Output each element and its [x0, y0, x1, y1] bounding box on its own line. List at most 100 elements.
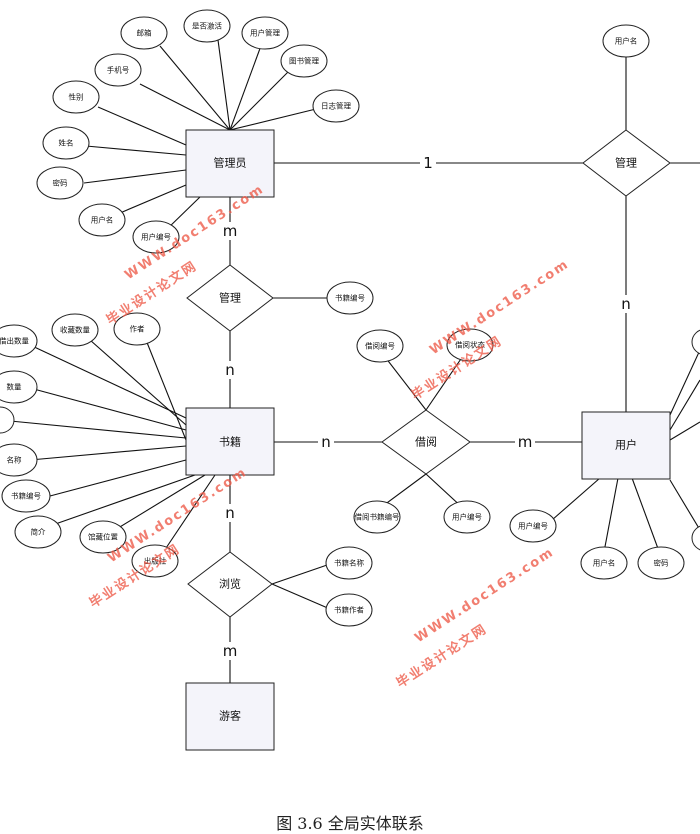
attribute-location-label: 馆藏位置	[88, 532, 118, 542]
attribute-email-label: 邮箱	[137, 28, 152, 38]
attribute-ellipse	[325, 593, 373, 627]
attribute-ellipse	[183, 9, 231, 43]
entity-visitor: 游客	[185, 682, 275, 751]
attribute-ellipse	[443, 500, 491, 534]
attribute-log-mgmt-label: 日志管理	[321, 101, 351, 111]
book-attributes: 借出数量 收藏数量 作者 数量 名称 书籍编号 简介 馆藏位置 出版社	[0, 312, 179, 578]
attribute-book-name-label: 书籍名称	[334, 558, 364, 568]
attribute-user-mgmt-label: 用户管理	[250, 28, 280, 38]
attribute-book-author-label: 书籍作者	[334, 605, 364, 615]
entity-visitor-label: 游客	[219, 709, 241, 723]
cardinality-manage-top-user: n	[621, 295, 631, 313]
user-attributes: 用户编号 用户名 密码	[509, 329, 700, 580]
attribute-ellipse	[113, 312, 161, 346]
relation-borrow-label: 借阅	[415, 436, 437, 449]
attribute-ellipse	[509, 509, 557, 543]
attribute-ellipse	[42, 126, 90, 160]
attribute-intro-label: 简介	[31, 527, 46, 537]
entity-user-label: 用户	[615, 438, 637, 452]
attribute-publisher-label: 出版社	[144, 556, 167, 566]
relation-borrow: 借阅	[381, 409, 471, 475]
browse-attributes: 书籍名称 书籍作者	[325, 546, 373, 627]
entity-admin: 管理员	[185, 129, 275, 198]
cardinality-book-borrow: n	[321, 433, 331, 451]
attribute-password-label: 密码	[53, 178, 68, 188]
attribute-ellipse	[51, 313, 99, 347]
cardinality-browse-visitor: m	[223, 642, 238, 660]
attribute-ellipse	[580, 546, 628, 580]
attribute-ellipse	[241, 16, 289, 50]
attribute-ellipse	[691, 525, 700, 551]
entity-user: 用户	[581, 411, 671, 480]
figure-caption: 图 3.6 全局实体联系	[276, 814, 424, 833]
attribute-borrow-status-label: 借阅状态	[455, 340, 485, 350]
attribute-book-mgmt-label: 图书管理	[289, 56, 319, 66]
attribute-author-label: 作者	[130, 324, 145, 334]
attribute-lent-count-label: 借出数量	[0, 336, 29, 346]
attribute-name-label: 姓名	[59, 138, 74, 148]
entity-admin-label: 管理员	[214, 156, 247, 170]
attribute-gender-label: 性别	[69, 92, 84, 102]
attribute-ellipse	[52, 80, 100, 114]
manage-mid-attributes: 书籍编号	[326, 281, 374, 315]
attribute-book-id-label: 书籍编号	[11, 491, 41, 501]
attribute-ellipse	[602, 24, 650, 58]
attribute-title-label: 名称	[7, 455, 22, 465]
attribute-ellipse	[691, 329, 700, 355]
attribute-ellipse	[132, 220, 180, 254]
attribute-user-id-label: 用户编号	[518, 521, 548, 531]
entity-book: 书籍	[185, 407, 275, 476]
attribute-username-label: 用户名	[91, 215, 114, 225]
attribute-ellipse	[120, 16, 168, 50]
attribute-ellipse	[0, 406, 15, 434]
cardinality-manage-mid-book: n	[225, 361, 235, 379]
attribute-ellipse	[325, 546, 373, 580]
attribute-ellipse	[131, 544, 179, 578]
attribute-username-label: 用户名	[615, 36, 638, 46]
attribute-ellipse	[14, 515, 62, 549]
attribute-password-label: 密码	[654, 558, 669, 568]
connector-lines	[0, 39, 700, 683]
attribute-user-id-label: 用户编号	[452, 512, 482, 522]
cardinality-borrow-user: m	[518, 433, 533, 451]
cardinality-admin-manage-mid: m	[223, 222, 238, 240]
relation-manage-top-label: 管理	[615, 156, 637, 170]
attribute-ellipse	[0, 324, 38, 358]
attribute-ellipse	[79, 520, 127, 554]
attribute-ellipse	[0, 443, 38, 477]
borrow-attributes: 借阅编号 借阅状态 借阅书籍编号 用户编号	[353, 328, 494, 534]
cardinality-book-browse: n	[225, 504, 235, 522]
relation-manage-mid-label: 管理	[219, 291, 241, 305]
attribute-ellipse	[637, 546, 685, 580]
attribute-ellipse	[356, 329, 404, 363]
attribute-fav-count-label: 收藏数量	[60, 325, 90, 335]
attribute-user-id-label: 用户编号	[141, 232, 171, 242]
attribute-ellipse	[1, 479, 51, 513]
cardinality-labels: 1 n m n n m n m	[221, 154, 634, 660]
attribute-ellipse	[94, 53, 142, 87]
attribute-ellipse	[78, 203, 126, 237]
relation-manage-top: 管理	[582, 129, 671, 197]
attribute-quantity-label: 数量	[7, 382, 22, 392]
cardinality-admin-manage-top: 1	[423, 154, 433, 172]
attribute-ellipse	[446, 328, 494, 362]
attribute-borrow-book-id-label: 借阅书籍编号	[355, 512, 400, 522]
attribute-ellipse	[312, 89, 360, 123]
attribute-ellipse	[326, 281, 374, 315]
manage-top-attributes: 用户名	[602, 24, 650, 58]
attribute-ellipse	[353, 500, 401, 534]
attribute-borrow-id-label: 借阅编号	[365, 341, 395, 351]
attribute-ellipse	[280, 44, 328, 78]
relation-manage-mid: 管理	[186, 264, 274, 332]
attribute-username-label: 用户名	[593, 558, 616, 568]
relation-browse: 浏览	[187, 551, 273, 618]
attribute-book-id-label: 书籍编号	[335, 293, 365, 303]
attribute-is-active-label: 是否激活	[192, 21, 222, 31]
attribute-ellipse	[36, 166, 84, 200]
admin-attributes: 邮箱 是否激活 用户管理 手机号 图书管理 性别 日志管理 姓名 密码 用户名 …	[36, 9, 360, 254]
entity-book-label: 书籍	[219, 435, 241, 449]
attribute-ellipse	[0, 370, 38, 404]
attribute-phone-label: 手机号	[107, 65, 130, 75]
relation-browse-label: 浏览	[219, 577, 241, 591]
